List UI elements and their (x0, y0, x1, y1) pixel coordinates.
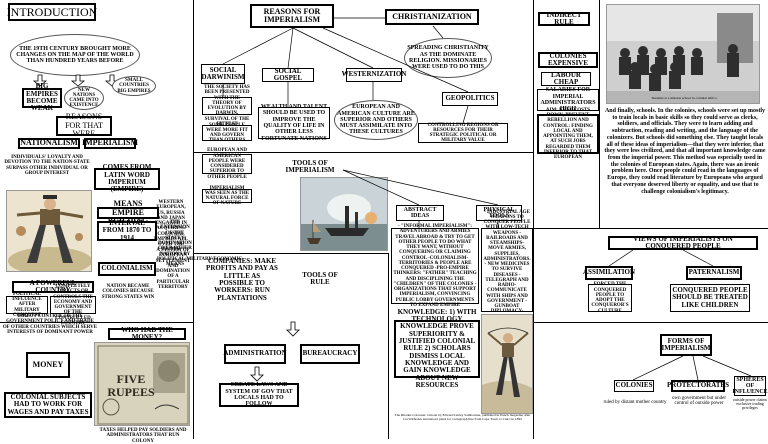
westernization-note: EUROPEAN AND AMERICAN CULTURE ARE SUPERI… (334, 100, 418, 140)
indirect-rule-title: INDIRECT RULE (538, 11, 590, 26)
forms-connectors (632, 355, 752, 381)
term-1870-note: THE EXTENSION OF THE STATE'S DOMINATION … (157, 220, 243, 267)
reasons-connectors (222, 17, 469, 124)
intro-arrows (32, 74, 120, 87)
nationalism-box: NATIONALISM (18, 138, 80, 149)
steamships-painting (300, 177, 388, 251)
divider-indirect (599, 0, 600, 228)
divider-knowledge (388, 253, 389, 439)
social-gospel-box: SOCIAL GOSPEL (262, 67, 314, 82)
colonial-subjects-box: COLONIAL SUBJECTS HAD TO WORK FOR WAGES … (4, 392, 92, 418)
views-title: VIEWS OF IMPERIALISTS ON CONQUERED PEOPL… (608, 235, 758, 250)
colonialism-box: COLONIALISM (98, 262, 156, 276)
taxes-note: TAXES HELPED PAY SOLDIERS AND ADMINISTRA… (99, 428, 187, 444)
empire-building-box: MEANS EMPIRE BUILDING (97, 200, 159, 225)
abstract-ideas-box: ABSTRACT IDEAS (396, 205, 444, 221)
administration-arrow (250, 366, 264, 382)
divider-companies (193, 253, 388, 254)
views-connectors (608, 249, 714, 267)
direct-control-note: DIRECT CONTROL OF THE GOVERNMENT POLICY … (2, 314, 98, 335)
assimilation-box: ASSIMILATION (583, 266, 635, 280)
geopolitics-note: CONTROLLING REGIONS OR RESOURCES FOR THE… (418, 123, 508, 143)
spheres-box: SPHERES OF INFLUENCE (732, 376, 768, 396)
companies-text: COMPANIES: MAKE PROFITS AND PAY AS LITTL… (206, 257, 278, 302)
completely-directs-box: COMPLETELY DIRECTS OR CONTROLS THE ECONO… (50, 284, 96, 326)
labour-cheap-box: LABOUR CHEAP (541, 71, 591, 86)
imperialism-origin-box: COMES FROM LATIN WORD IMPERIUM (EMPIRE) (94, 164, 160, 193)
knowledge-box: KNOWLEDGE: 1) WITH TECHNOLOGY KNOWLEDGE … (394, 308, 480, 389)
social-gospel-note: WEALTH AND TALENT SHOULD BE USED TO IMPR… (258, 104, 330, 142)
big-empires-box: BIG EMPIRES BECOME WEAK (22, 83, 62, 112)
tools-rule-arrow (286, 321, 300, 337)
political-influence-box: POLITICAL INFLUENCE AFTER MILITARY CONQU… (6, 292, 48, 318)
tools-title: TOOLS OF IMPERIALISM (285, 159, 335, 175)
interval-box: INTERVAL FROM 1870 TO 1914 (97, 219, 157, 241)
divider-left (193, 0, 194, 439)
money-box: MONEY (26, 352, 70, 378)
rhodes-colossus-image (6, 190, 92, 272)
intro-title: INTRODUCTION (7, 3, 97, 21)
salaries-box: SALARIES FOR IMPERIAL ADMINISTRATORS HIG… (537, 87, 599, 112)
assimilation-note: FORCED THE CONQUERED PEOPLE TO ADOPT THE… (588, 282, 632, 314)
physical-tools-text: - INDUSTRIAL AGE WEAPONS TO CONQUER PEOP… (481, 210, 533, 330)
divider-money (0, 322, 193, 323)
nationalism-definition: INDIVIDUALS' LOYALTY AND DEVOTION TO THE… (4, 155, 90, 176)
who-had-money-box: WHO HAD THE MONEY? (108, 326, 186, 341)
forms-title: FORMS OF IMPERIALISM (660, 334, 712, 356)
administration-box: ADMINISTRATION (223, 344, 287, 364)
paternalism-note: CONQUERED PEOPLE SHOULD BE TREATED LIKE … (670, 284, 750, 312)
divider-right (533, 0, 534, 439)
tools-of-rule-title: TOOLS OF RULE (302, 271, 338, 287)
paternalism-box: PATERNALISM (686, 266, 742, 280)
nation-colonies-note: NATION BECAME COLONIES BECAUSE STRONG ST… (101, 284, 155, 300)
mission-school-photo: Students at a mission school in colonial… (606, 4, 760, 104)
sd-note-2: SOME PEOPLE WERE MORE FIT AND GOVERN THA… (202, 123, 252, 143)
aim-box: AIM: KEEP COSTS DOWN, PREVENT REBELLION … (537, 108, 599, 160)
colonies-expensive-box: COLONIES EXPENSIVE (538, 52, 598, 68)
social-darwinism-box: SOCIAL DARWINISM (201, 64, 245, 84)
intro-century-cloud: THE 19TH CENTURY BROUGHT MORE CHANGES ON… (10, 34, 140, 76)
reasons-box: REASONS FOR THAT WERE (56, 113, 112, 138)
westernization-box: WESTERNIZATION (342, 68, 406, 82)
imperialism-box: IMPERIALISM (82, 138, 139, 149)
reasons-imperialism-title: REASONS FOR IMPERIALISM (250, 4, 334, 28)
geopolitics-box: GEOPOLITICS (442, 92, 498, 106)
colonial-system-note: A SYSTEM OF EUROPEAN SETTLEMENT AND DOMI… (155, 248, 191, 290)
tools-connectors (342, 169, 499, 228)
spreading-christianity-cloud: SPREADING CHRISTIANITY AS THE DOMINATE R… (404, 38, 492, 78)
banknote-value: FIVE RUPEES (107, 372, 155, 399)
spheres-note: outside power claims exclusive trading p… (733, 397, 767, 411)
mission-school-caption: Students at a mission school in colonial… (651, 96, 717, 100)
physical-tools-box: PHYSICAL TOOLS (476, 205, 522, 221)
rhodes-cartoon-image (481, 314, 533, 414)
powerful-country-box: A POWERFUL COUNTRY (12, 279, 94, 294)
divider-reasons-tools (193, 152, 533, 153)
rhodes-cartoon-caption: The Rhodes Colossus: cartoon by Edward L… (394, 413, 531, 421)
divider-forms (533, 322, 768, 323)
protectorates-note: own government but under control of outs… (671, 396, 727, 407)
small-countries-cloud: SMALL COUNTRIES BIG EMPIRES (112, 76, 156, 96)
create-laws-box: CREATE LAWS AND SYSTEM OF GOV THAT LOCAL… (219, 382, 299, 407)
bureaucracy-box: BUREAUCRACY (300, 344, 360, 364)
colonies-box: COLONIES (614, 380, 654, 392)
christianization-box: CHRISTIANIZATION (385, 9, 479, 25)
rupee-banknote-image: FIVE RUPEES (94, 342, 190, 426)
western-europe-note: WESTERN EUROPEAN, US, RUSSIA AND JAPAN E… (153, 200, 189, 253)
colonies-note: ruled by distant mother country (603, 400, 667, 405)
new-nations-cloud: NEW NATIONS CAME INTO EXISTENCE (64, 86, 104, 110)
divider-views (533, 228, 768, 229)
protectorates-box: PROTECTORATES (667, 380, 729, 392)
schools-paragraph: And finally, schools. In the colonies, s… (604, 108, 766, 195)
